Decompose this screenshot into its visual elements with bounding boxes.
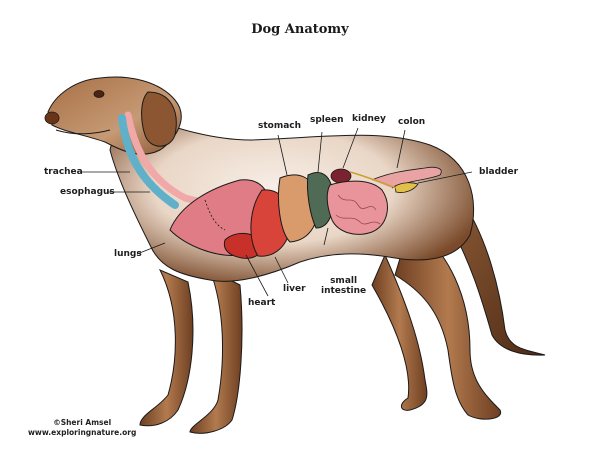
front-leg-near <box>189 268 243 434</box>
front-leg-far <box>139 269 194 427</box>
mouth <box>55 129 111 135</box>
diagram-title: Dog Anatomy <box>251 22 349 37</box>
label-trachea: trachea <box>44 167 83 177</box>
credit-author: ©Sheri Amsel <box>53 418 112 427</box>
label-small-intestine-line1: small <box>330 276 358 286</box>
label-lungs: lungs <box>114 249 142 259</box>
label-liver: liver <box>283 284 306 294</box>
hind-leg-near <box>394 224 502 420</box>
label-small-intestine: small intestine <box>321 276 366 296</box>
spleen <box>307 172 334 229</box>
small-intestine <box>326 180 388 235</box>
hind-leg-far <box>371 253 428 411</box>
trachea <box>118 114 179 209</box>
label-small-intestine-line2: intestine <box>321 286 367 296</box>
label-esophagus: esophagus <box>60 187 115 197</box>
ear <box>141 91 177 147</box>
label-bladder: bladder <box>479 167 519 177</box>
nose <box>44 111 60 125</box>
label-heart: heart <box>248 298 276 308</box>
label-colon: colon <box>398 117 426 127</box>
label-kidney: kidney <box>352 114 386 124</box>
credit-block: ©Sheri Amsel www.exploringnature.org <box>28 418 136 438</box>
tail <box>447 199 546 356</box>
label-stomach: stomach <box>258 121 302 131</box>
bladder <box>394 182 419 193</box>
colon <box>371 166 442 189</box>
credit-website: www.exploringnature.org <box>28 428 137 437</box>
eye <box>93 90 105 98</box>
pointer-lines <box>82 127 473 297</box>
label-spleen: spleen <box>310 115 344 125</box>
